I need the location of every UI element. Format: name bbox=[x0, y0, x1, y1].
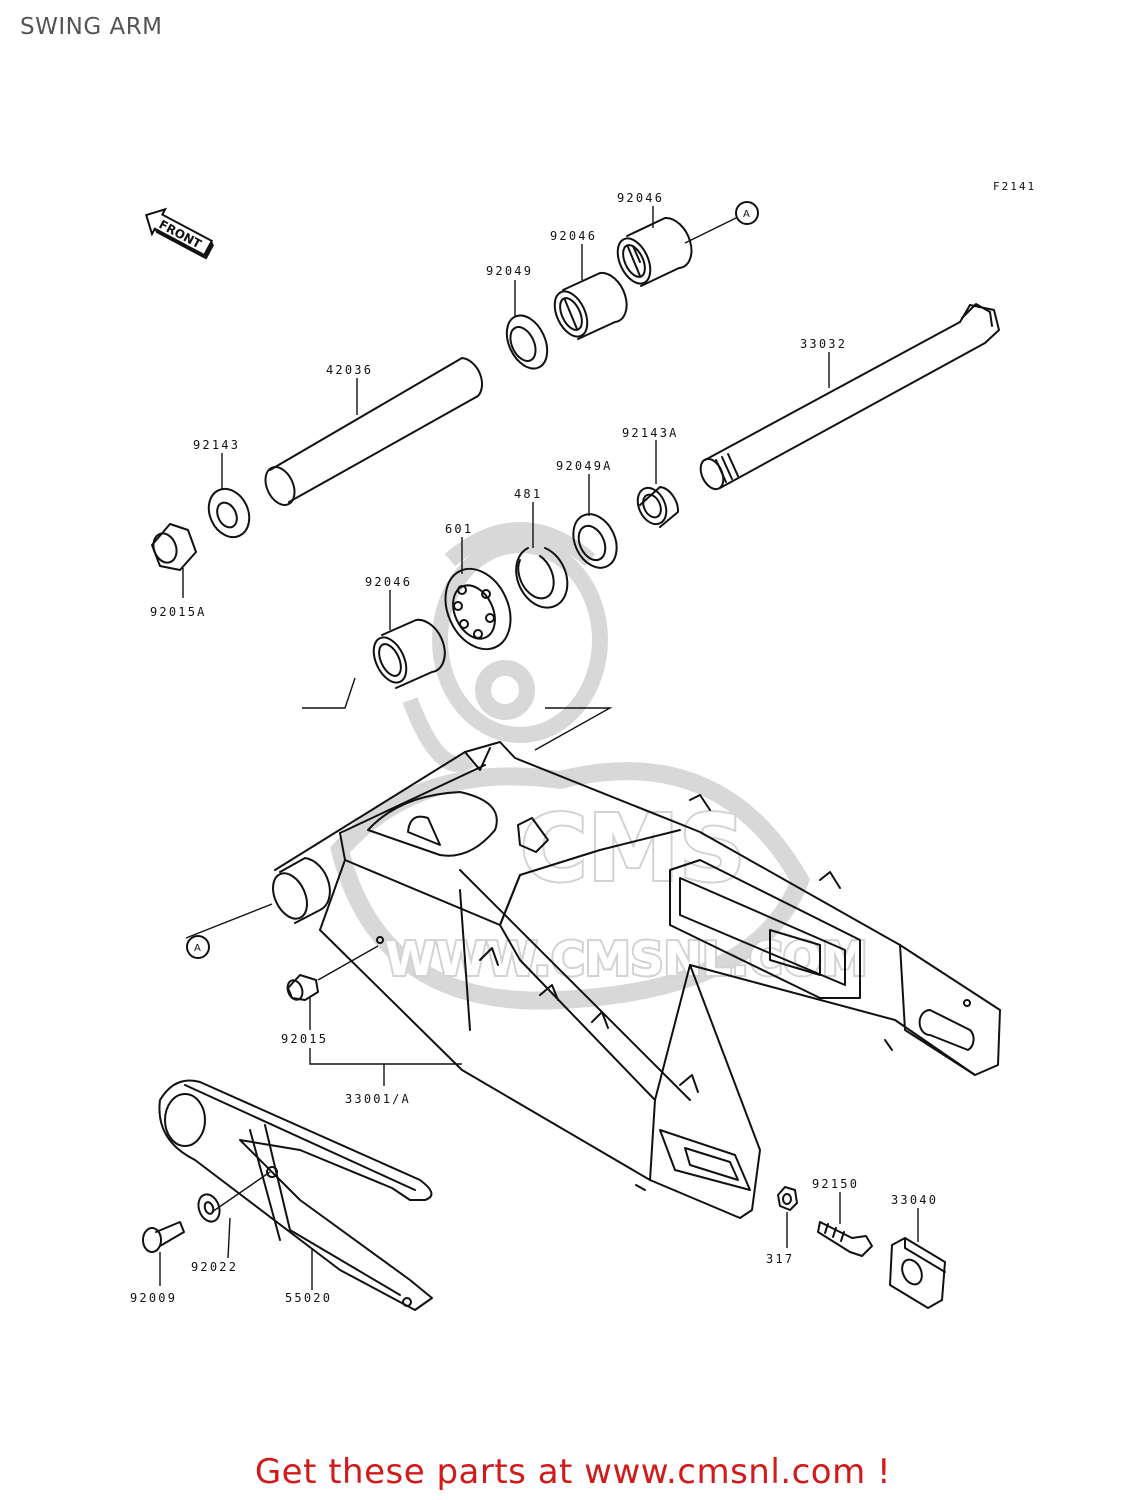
label-33032: 33032 bbox=[800, 337, 847, 351]
part-33001a-swing-arm bbox=[274, 741, 1001, 1219]
label-92143a: 92143A bbox=[622, 426, 679, 440]
label-317: 317 bbox=[766, 1252, 794, 1266]
ref-marker-a-top-label: A bbox=[743, 209, 750, 220]
label-92022: 92022 bbox=[191, 1260, 238, 1274]
label-92009: 92009 bbox=[130, 1291, 177, 1305]
label-92046-low: 92046 bbox=[365, 575, 412, 589]
watermark-letters: CMS bbox=[520, 795, 745, 902]
part-601 bbox=[444, 567, 512, 651]
label-33001a: 33001/A bbox=[345, 1092, 411, 1106]
watermark-badge bbox=[330, 762, 810, 1010]
part-92022 bbox=[197, 1193, 221, 1223]
part-92046-top bbox=[616, 216, 693, 287]
figure-code: F2141 bbox=[993, 180, 1037, 193]
part-92009 bbox=[142, 1221, 185, 1253]
part-92150 bbox=[817, 1221, 873, 1257]
watermark-url: WWW.CMSNL.COM bbox=[385, 932, 868, 986]
part-swing-arm-pivot bbox=[272, 857, 331, 924]
part-92143a bbox=[636, 486, 680, 528]
label-92015a: 92015A bbox=[150, 605, 207, 619]
part-33040 bbox=[889, 1237, 946, 1309]
part-55020 bbox=[158, 1079, 433, 1311]
label-92046-top: 92046 bbox=[617, 191, 664, 205]
ref-marker-a-bottom-label: A bbox=[194, 943, 201, 954]
label-92143: 92143 bbox=[193, 438, 240, 452]
part-92015a bbox=[151, 523, 197, 571]
part-42036 bbox=[264, 357, 484, 506]
footer-promo: Get these parts at www.cmsnl.com ! bbox=[254, 1452, 892, 1492]
label-55020: 55020 bbox=[285, 1291, 332, 1305]
page-title: SWING ARM bbox=[20, 14, 163, 40]
part-92046-low bbox=[372, 618, 446, 689]
part-92046-mid bbox=[553, 271, 628, 340]
ref-marker-a-top bbox=[735, 201, 759, 225]
watermark-mascot bbox=[402, 522, 608, 772]
label-92046-mid: 92046 bbox=[550, 229, 597, 243]
ref-marker-a-bottom bbox=[186, 935, 210, 959]
part-317 bbox=[777, 1186, 798, 1211]
leader-lines bbox=[159, 206, 919, 1290]
label-601: 601 bbox=[445, 522, 473, 536]
part-92015 bbox=[286, 974, 319, 1001]
parts-diagram: CMS WWW.CMSNL.COM FRONT bbox=[130, 191, 1001, 1311]
part-481 bbox=[515, 547, 569, 609]
label-481: 481 bbox=[514, 487, 542, 501]
part-92049 bbox=[505, 314, 549, 370]
label-92049a: 92049A bbox=[556, 459, 613, 473]
watermark: CMS WWW.CMSNL.COM bbox=[330, 522, 870, 1010]
part-92143 bbox=[207, 487, 251, 539]
part-92049a bbox=[572, 513, 618, 569]
label-33040: 33040 bbox=[891, 1193, 938, 1207]
label-92049: 92049 bbox=[486, 264, 533, 278]
front-arrow-icon: FRONT bbox=[144, 207, 214, 260]
label-92150: 92150 bbox=[812, 1177, 859, 1191]
label-42036: 42036 bbox=[326, 363, 373, 377]
part-33032 bbox=[699, 303, 1000, 491]
label-92015: 92015 bbox=[281, 1032, 328, 1046]
